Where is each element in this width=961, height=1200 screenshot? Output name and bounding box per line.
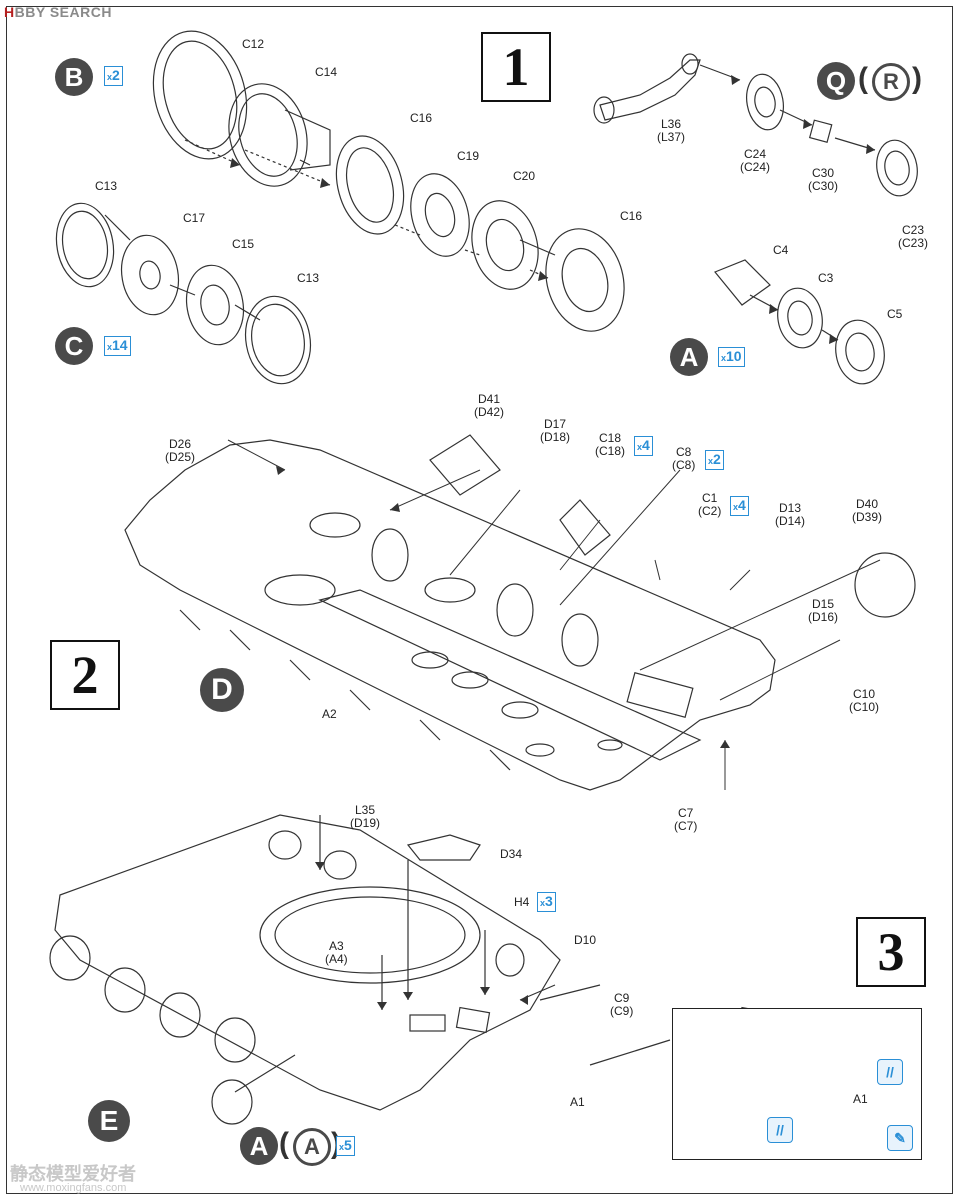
suspension-arm-assembly bbox=[593, 53, 918, 197]
return-roller-assembly bbox=[714, 259, 885, 385]
paren-open-a: ( bbox=[279, 1127, 289, 1160]
watermark: HBBY SEARCH bbox=[4, 4, 112, 20]
part-label-c4: C4 bbox=[773, 243, 789, 257]
part-label-c30: C30(C30) bbox=[808, 166, 839, 193]
part-label-d15: D15(D16) bbox=[808, 597, 839, 624]
assembly-letter-d: D bbox=[200, 668, 244, 712]
paint-icon-lower: // bbox=[767, 1117, 793, 1143]
glue-icon: ✎ bbox=[887, 1125, 913, 1151]
quantity-badge-a-top: x10 bbox=[718, 347, 745, 367]
part-label-h4: H4 bbox=[514, 895, 530, 909]
page-frame bbox=[6, 6, 953, 1194]
quantity-badge-a-bottom: x5 bbox=[336, 1136, 355, 1156]
assembly-letter-q: Q bbox=[817, 62, 855, 100]
part-label-c24: C24(C24) bbox=[740, 147, 771, 174]
part-label-a3: A3(A4) bbox=[325, 939, 348, 966]
part-label-c13b: C13 bbox=[297, 271, 320, 285]
hull-top-part bbox=[49, 814, 671, 1125]
part-label-a1: A1 bbox=[570, 1095, 585, 1109]
part-label-d34: D34 bbox=[500, 847, 523, 861]
quantity-badge-c1: x4 bbox=[730, 496, 749, 516]
assembly-letter-a-alt: A bbox=[293, 1128, 331, 1166]
part-label-d13: D13(D14) bbox=[775, 501, 806, 528]
paren-open-q: ( bbox=[858, 62, 868, 95]
part-label-c1: C1(C2) bbox=[698, 491, 722, 518]
assembly-letter-r: R bbox=[872, 63, 910, 101]
assembly-letter-a-bottom: A bbox=[240, 1127, 278, 1165]
part-label-d17: D17(D18) bbox=[540, 417, 571, 444]
assembly-letter-b: B bbox=[55, 58, 93, 96]
assembly-letter-c: C bbox=[55, 327, 93, 365]
part-label-d40: D40(D39) bbox=[852, 497, 883, 524]
step-number-3: 3 bbox=[856, 917, 926, 987]
quantity-badge-h4: x3 bbox=[537, 892, 556, 912]
part-label-d26: D26(D25) bbox=[165, 437, 196, 464]
part-label-c12: C12 bbox=[242, 37, 265, 51]
part-label-a2: A2 bbox=[322, 707, 337, 721]
road-wheel-assembly bbox=[55, 202, 312, 385]
drive-sprocket-assembly bbox=[152, 30, 625, 332]
part-label-c18: C18(C18) bbox=[595, 431, 626, 458]
part-label-c8: C8(C8) bbox=[672, 445, 696, 472]
part-label-l36: L36(L37) bbox=[657, 117, 686, 144]
part-label-c17: C17 bbox=[183, 211, 206, 225]
part-label-c9: C9(C9) bbox=[610, 991, 634, 1018]
inset-detail-box: A1 // // ✎ bbox=[672, 1008, 922, 1160]
part-label-c7: C7(C7) bbox=[674, 806, 698, 833]
part-label-c10: C10(C10) bbox=[849, 687, 880, 714]
part-label-c16a: C16 bbox=[410, 111, 433, 125]
quantity-badge-c: x14 bbox=[104, 336, 131, 356]
part-label-c16b: C16 bbox=[620, 209, 643, 223]
part-label-d41: D41(D42) bbox=[474, 392, 505, 419]
step-number-1: 1 bbox=[481, 32, 551, 102]
part-label-c20: C20 bbox=[513, 169, 536, 183]
quantity-badge-c18: x4 bbox=[634, 436, 653, 456]
paren-close-q: ) bbox=[912, 62, 922, 95]
part-label-c13a: C13 bbox=[95, 179, 118, 193]
paint-icon-upper: // bbox=[877, 1059, 903, 1085]
footer-watermark: 静态模型爱好者 bbox=[10, 1164, 136, 1184]
step-number-2: 2 bbox=[50, 640, 120, 710]
footer-url: www.moxingfans.com bbox=[20, 1182, 127, 1194]
part-label-c5: C5 bbox=[887, 307, 903, 321]
part-label-c15: C15 bbox=[232, 237, 255, 251]
quantity-badge-c8: x2 bbox=[705, 450, 724, 470]
part-label-c3: C3 bbox=[818, 271, 834, 285]
hull-bottom-part bbox=[124, 434, 916, 791]
part-label-c14: C14 bbox=[315, 65, 338, 79]
part-label-c23: C23(C23) bbox=[898, 223, 929, 250]
inset-part-label-a1: A1 bbox=[853, 1092, 868, 1106]
assembly-letter-a-top: A bbox=[670, 338, 708, 376]
part-label-c19: C19 bbox=[457, 149, 480, 163]
quantity-badge-b: x2 bbox=[104, 66, 123, 86]
part-label-l35: L35(D19) bbox=[350, 803, 381, 830]
part-label-d10: D10 bbox=[574, 933, 597, 947]
assembly-letter-e: E bbox=[88, 1100, 130, 1142]
